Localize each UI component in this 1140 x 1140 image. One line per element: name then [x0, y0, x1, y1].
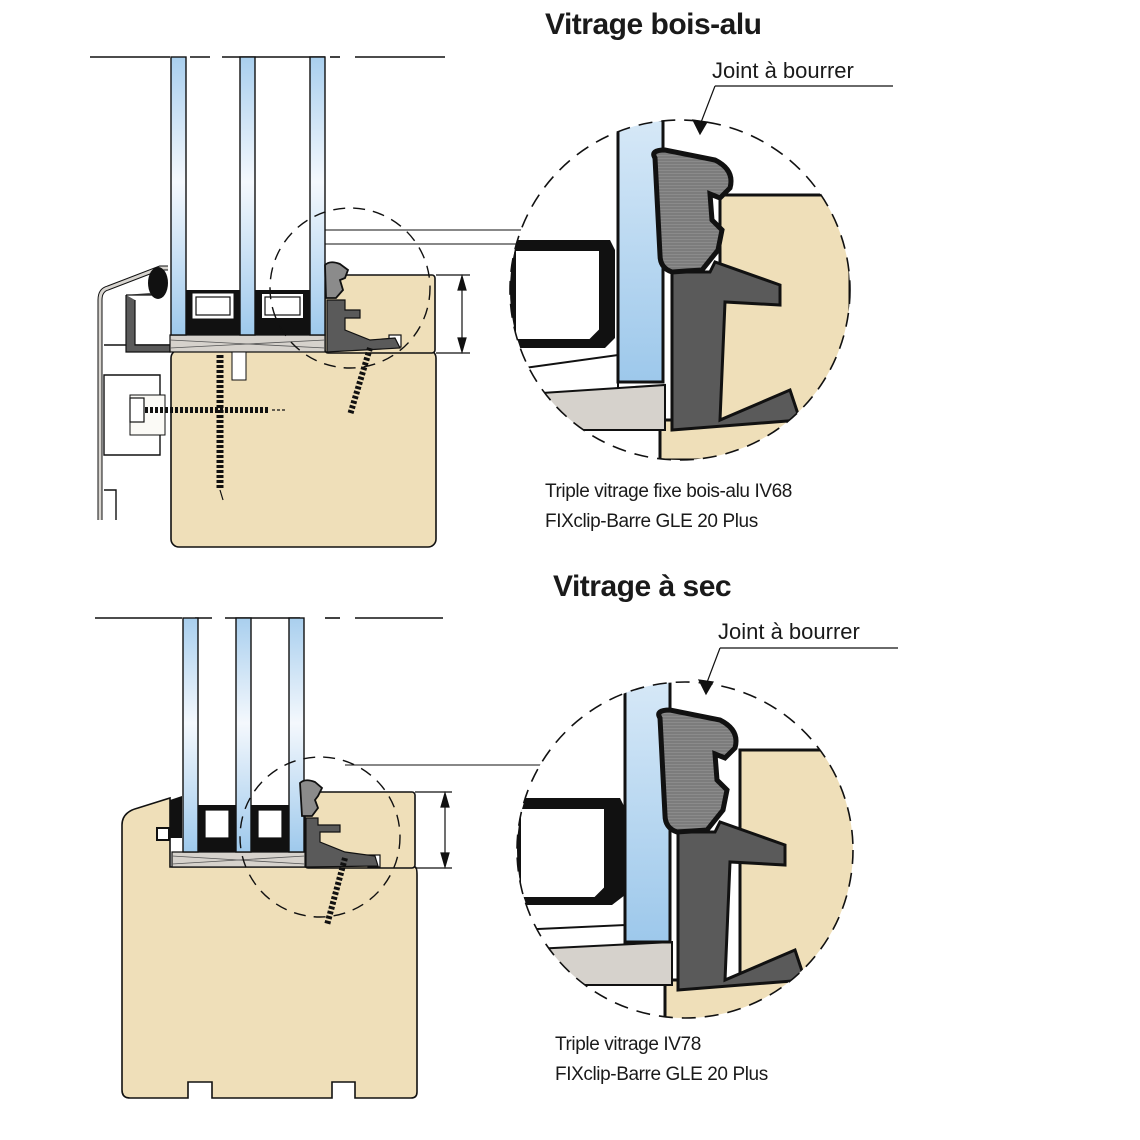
caption-line-2: FIXclip-Barre GLE 20 Plus [545, 511, 758, 532]
caption-line-1: Triple vitrage fixe bois-alu IV68 [545, 481, 792, 502]
callout-joint-a-bourrer-1: Joint à bourrer [712, 58, 854, 83]
alu-gasket [148, 267, 168, 299]
caption-line-2: FIXclip-Barre GLE 20 Plus [555, 1064, 768, 1085]
screws [129, 347, 373, 501]
wood-sash [170, 349, 437, 548]
leader-line [691, 85, 893, 136]
spacers [186, 290, 310, 335]
drawing-vitrage-a-sec [95, 617, 565, 1099]
section-title-vitrage-a-sec: Vitrage à sec [553, 570, 732, 603]
caption-line-1: Triple vitrage IV78 [555, 1034, 701, 1055]
detail-circle [269, 207, 431, 369]
fixclip-bar [326, 299, 401, 353]
caption-vitrage-a-sec: Triple vitrage IV78 FIXclip-Barre GLE 20… [555, 1030, 768, 1090]
joint-a-bourrer [324, 261, 350, 299]
section-title-bois-alu: Vitrage bois-alu [545, 8, 762, 41]
caption-bois-alu: Triple vitrage fixe bois-alu IV68 FIXcli… [545, 477, 792, 537]
detail-circle [239, 756, 401, 918]
drawing-bois-alu [90, 56, 550, 548]
callout-joint-a-bourrer-2: Joint à bourrer [718, 619, 860, 644]
dimension-arrow [436, 273, 470, 355]
triple-glazing [170, 56, 326, 336]
setting-block [169, 334, 326, 353]
detail-zoom-bois-alu [509, 85, 893, 461]
detail-zoom-vitrage-a-sec [516, 647, 898, 1019]
wood-frame [121, 796, 418, 1099]
